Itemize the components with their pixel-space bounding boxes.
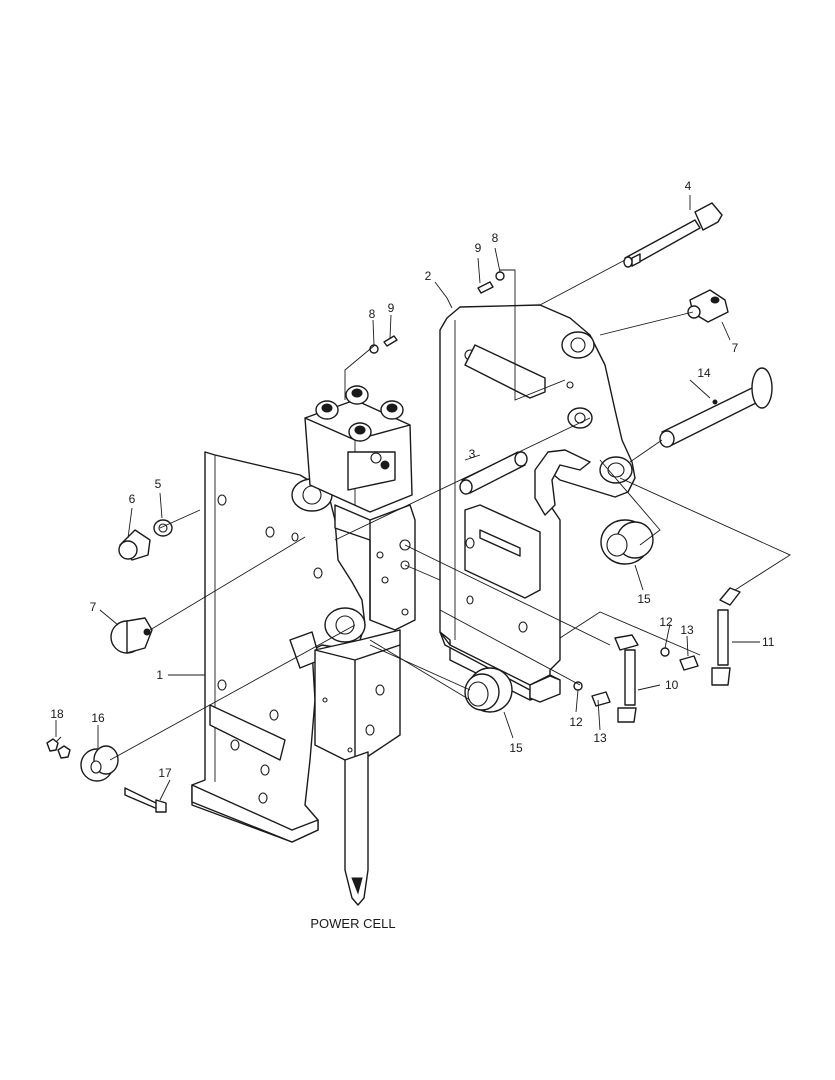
callout-12-lower: 12 [569,715,583,729]
callout-8-right: 8 [492,231,499,245]
callout-13-upper: 13 [680,623,694,637]
callout-9-right: 9 [475,241,482,255]
fittings [573,647,699,707]
callout-7-right: 7 [732,341,739,355]
callout-1: 1 [156,668,163,682]
left-frame-plate [191,451,366,843]
right-frame-plate [439,304,636,703]
long-bolt [623,202,723,268]
washer-5 [153,519,173,537]
screw-set-right [477,271,505,294]
callout-2: 2 [425,269,432,283]
callout-10: 10 [665,678,679,692]
callout-13-lower: 13 [593,731,607,745]
callout-15-lower: 15 [509,741,523,755]
diagram-caption: POWER CELL [310,916,395,931]
large-pin [659,367,773,448]
callout-3: 3 [469,447,476,461]
callout-7-left: 7 [90,600,97,614]
callout-9-left: 9 [388,301,395,315]
callout-15-upper: 15 [637,592,651,606]
callout-11: 11 [762,635,775,649]
hammer-body [304,385,416,906]
leader-lines [55,195,791,801]
bushing-lower [464,667,513,713]
callout-12-upper: 12 [659,615,673,629]
retainer-pin-upper [687,289,729,323]
callout-16: 16 [91,711,105,725]
callout-4: 4 [685,179,692,193]
callout-8-left: 8 [369,307,376,321]
callout-14: 14 [697,366,711,380]
cap-nut [118,529,151,561]
bushing-upper [600,519,654,565]
collar [80,745,119,782]
callout-6: 6 [129,492,136,506]
hose-10 [614,634,639,723]
callout-17: 17 [158,766,172,780]
callout-18: 18 [50,707,64,721]
bolt-17 [124,787,167,813]
callout-labels: 1 2 3 4 5 6 7 7 8 8 9 9 10 11 12 12 13 1… [50,179,774,780]
retainer-pin-left [110,617,153,654]
hose-11 [711,587,741,686]
callout-5: 5 [155,477,162,491]
lock-nuts [46,738,71,759]
